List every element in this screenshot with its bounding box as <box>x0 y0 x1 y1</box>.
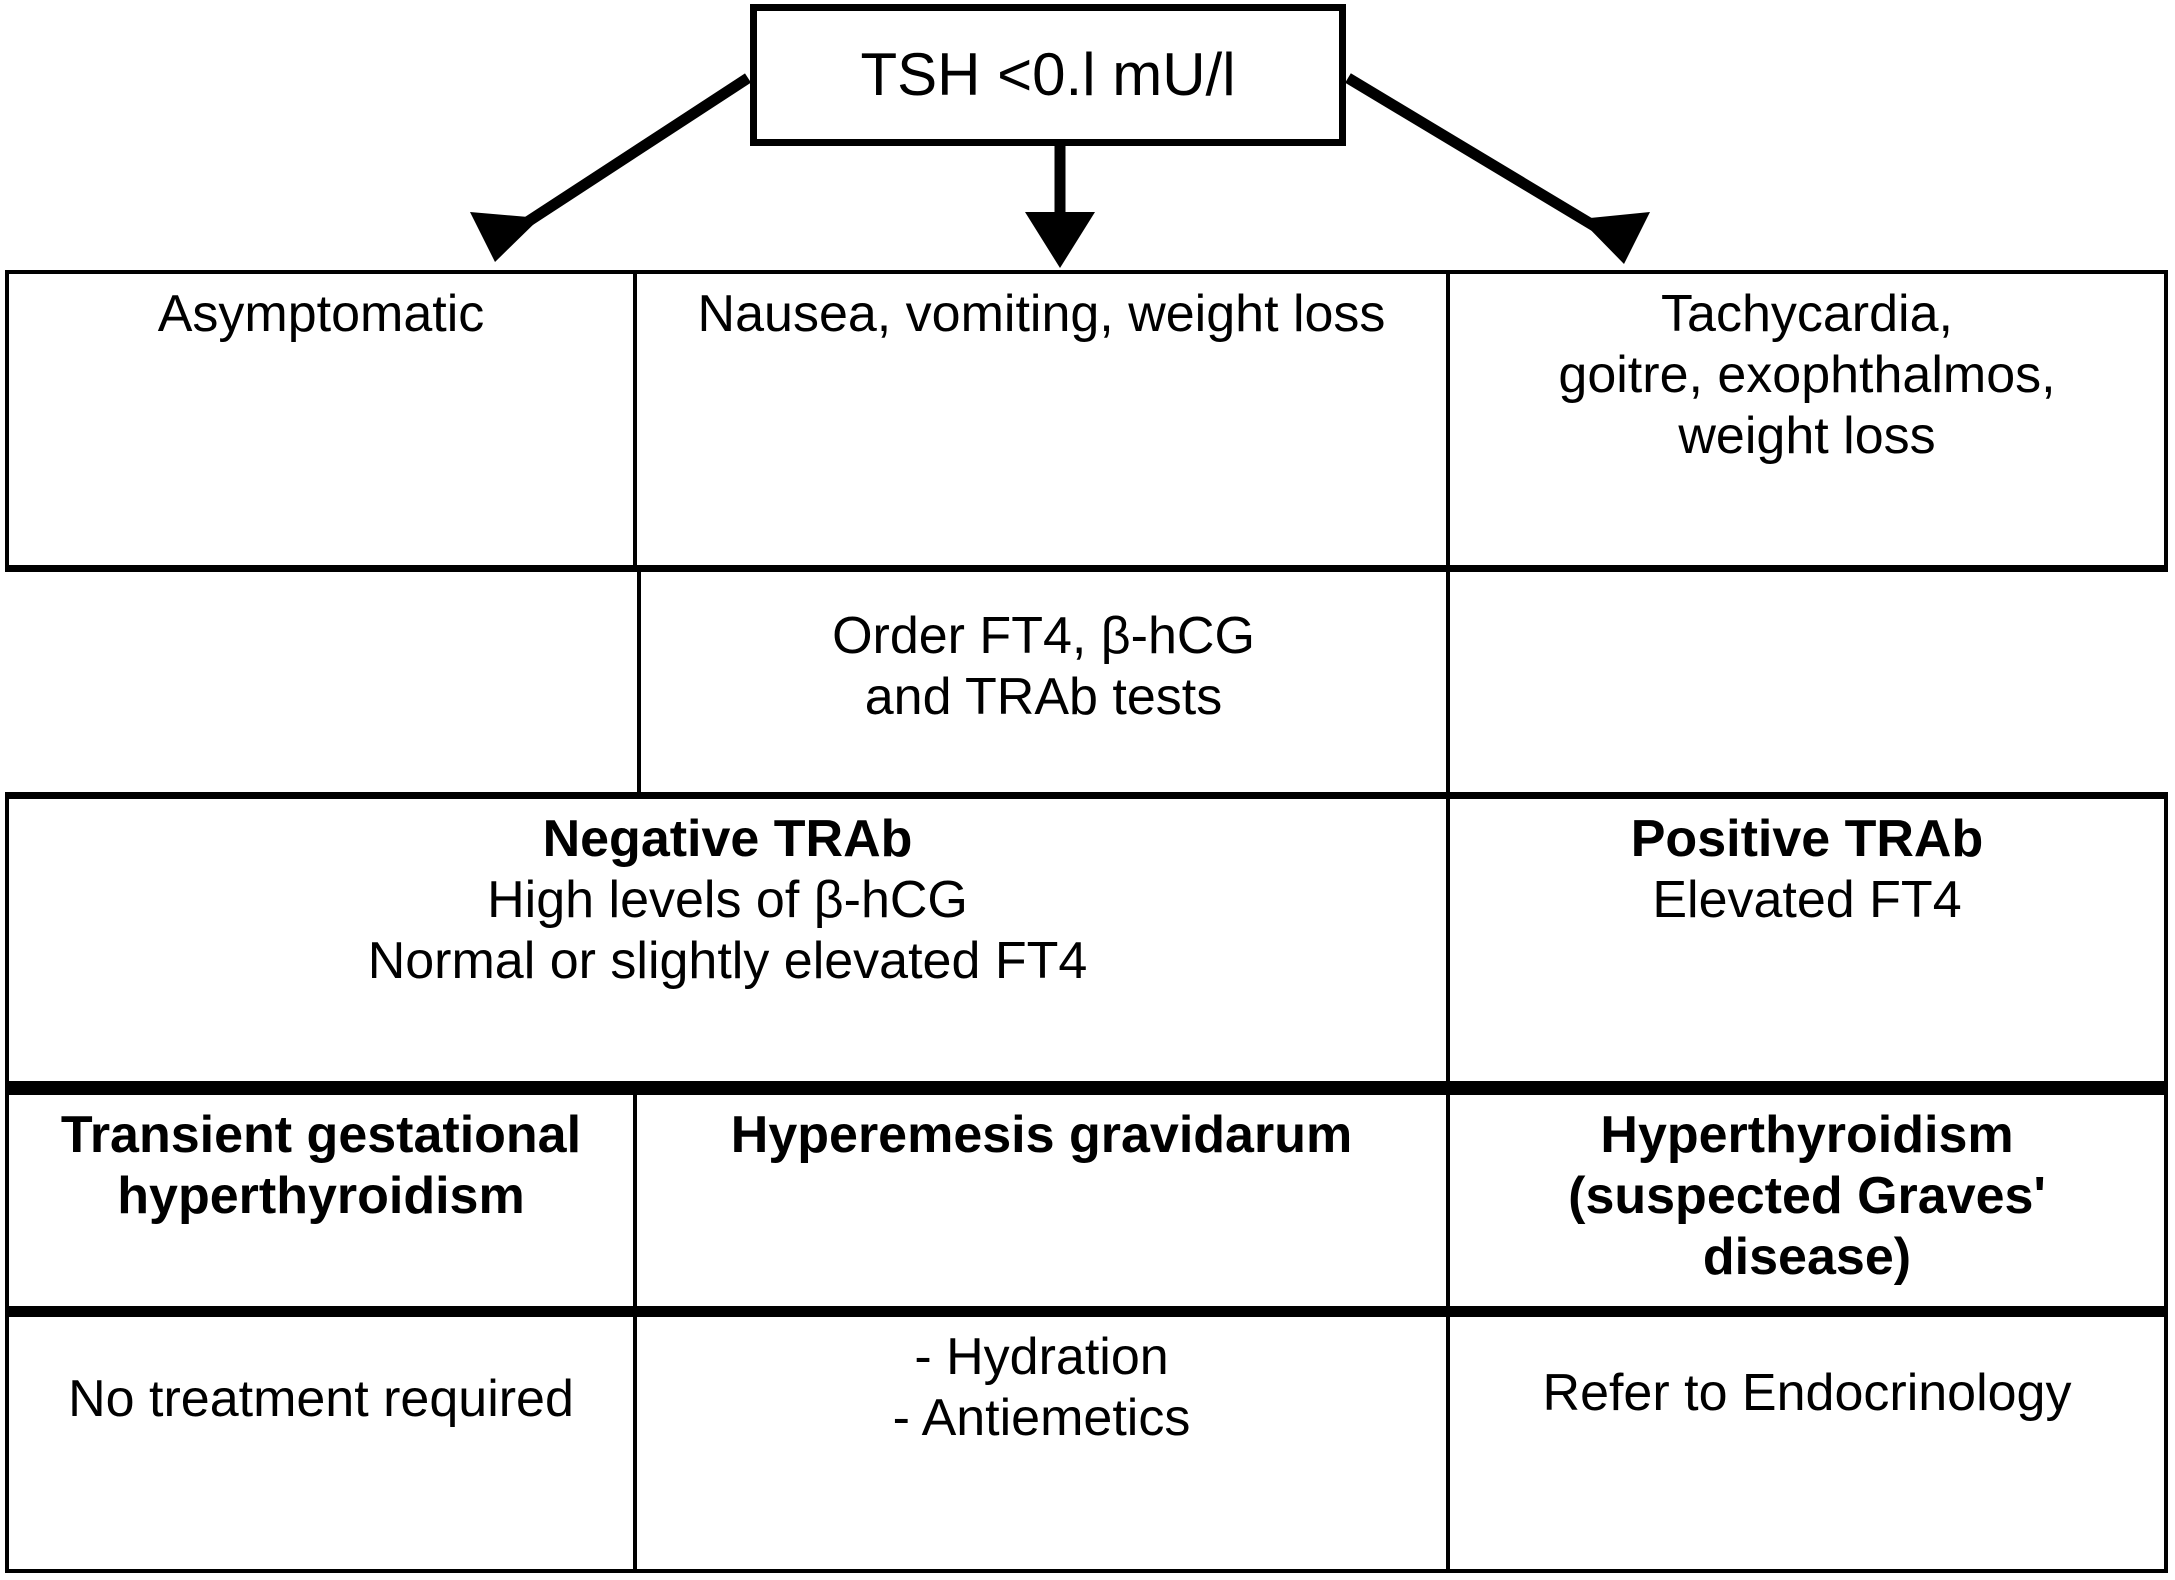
cell-text: Tachycardia, goitre, exophthalmos, weigh… <box>1558 285 2056 465</box>
connector-arrows <box>470 73 1650 268</box>
cell-presentation-nausea: Nausea, vomiting, weight loss <box>637 270 1450 572</box>
cell-investigations-order-tests: Order FT4, β-hCG and TRAb tests <box>637 572 1450 792</box>
cell-investigations-col3-empty <box>1450 572 2168 792</box>
cell-management-no-treatment: No treatment required <box>5 1310 637 1573</box>
cell-results-positive-trab: Positive TRAb Elevated FT4 <box>1450 792 2168 1088</box>
cell-text: No treatment required <box>68 1370 574 1428</box>
cell-diagnosis-transient-gestational: Transient gestational hyperthyroidism <box>5 1088 637 1310</box>
cell-management-refer-endocrinology: Refer to Endocrinology <box>1450 1310 2168 1573</box>
root-decision-box: TSH <0.l mU/l <box>750 4 1346 146</box>
decision-matrix: Asymptomatic Nausea, vomiting, weight lo… <box>5 270 2168 1573</box>
cell-text: Refer to Endocrinology <box>1542 1364 2072 1422</box>
cell-diagnosis-hyperthyroidism-graves: Hyperthyroidism (suspected Graves' disea… <box>1450 1088 2168 1310</box>
arrow-to-asymptomatic <box>470 73 752 262</box>
cell-text: Positive TRAb Elevated FT4 <box>1630 810 1984 929</box>
root-decision-label: TSH <0.l mU/l <box>860 41 1236 108</box>
cell-investigations-col1-empty <box>5 572 637 792</box>
cell-text: Hyperthyroidism (suspected Graves' disea… <box>1568 1106 2046 1286</box>
cell-management-hydration-antiemetics: - Hydration - Antiemetics <box>637 1310 1450 1573</box>
cell-text: Order FT4, β-hCG and TRAb tests <box>832 607 1255 726</box>
cell-text: Negative TRAb High levels of β-hCG Norma… <box>367 810 1088 990</box>
cell-presentation-tachycardia: Tachycardia, goitre, exophthalmos, weigh… <box>1450 270 2168 572</box>
cell-text: - Hydration - Antiemetics <box>892 1328 1191 1447</box>
cell-text: Hyperemesis gravidarum <box>730 1106 1353 1164</box>
cell-text: Transient gestational hyperthyroidism <box>60 1106 582 1225</box>
cell-presentation-asymptomatic: Asymptomatic <box>5 270 637 572</box>
cell-text: Nausea, vomiting, weight loss <box>697 285 1386 343</box>
cell-results-negative-trab: Negative TRAb High levels of β-hCG Norma… <box>5 792 1450 1088</box>
cell-text: Asymptomatic <box>157 285 485 343</box>
arrow-to-nausea <box>1025 146 1095 268</box>
cell-diagnosis-hyperemesis: Hyperemesis gravidarum <box>637 1088 1450 1310</box>
arrow-to-tachycardia <box>1345 73 1650 264</box>
